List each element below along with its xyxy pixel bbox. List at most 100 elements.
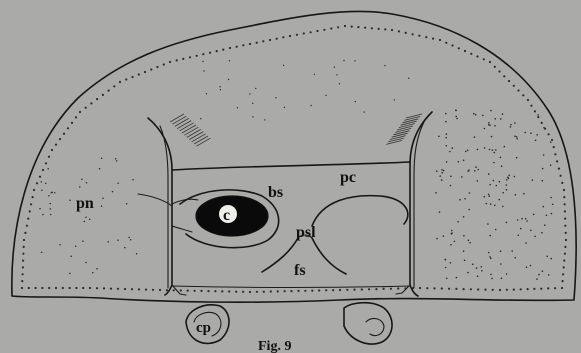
stipple-dot [520,228,522,230]
hatch-line [184,127,198,135]
stipple-dot [284,107,285,108]
margin-dot [24,232,26,234]
margin-dot [75,287,77,289]
stipple-dot [500,118,502,120]
margin-dot [419,287,421,289]
stipple-dot [524,132,526,134]
margin-dot [311,290,313,292]
stipple-dot [488,173,490,175]
stipple-dot [79,186,81,188]
stipple-dot [488,252,490,254]
stipple-dot [200,118,201,119]
margin-dot [556,160,558,162]
margin-dot [182,58,184,60]
stipple-dot [502,206,504,208]
stipple-dot [492,149,494,151]
stipple-dot [502,113,504,115]
stipple-dot [523,193,525,195]
margin-dot [357,26,359,28]
stipple-dot [450,185,452,187]
margin-dot [41,287,43,289]
stipple-dot [457,221,459,223]
label-pc: pc [340,169,356,186]
margin-dot [256,42,258,44]
margin-dot [339,289,341,291]
margin-dot [371,27,373,29]
stipple-dot [408,78,409,79]
margin-dot [390,288,392,290]
margin-dot [551,139,553,141]
margin-dot [124,288,126,290]
margin-dot [541,122,543,124]
stipple-dot [446,161,448,163]
stipple-dot [473,113,475,115]
stipple-dot [477,169,479,171]
stipple-dot [455,110,457,112]
margin-dot [282,36,284,38]
margin-dot [108,90,110,92]
stipple-dot [516,136,518,138]
margin-dot [22,253,24,255]
stipple-dot [439,211,441,213]
stipple-dot [132,179,134,181]
stipple-dot [542,270,544,272]
stipple-dot [475,114,477,116]
hatch-line [172,116,186,124]
stipple-dot [445,121,447,123]
margin-dot [484,289,486,291]
margin-dot [534,110,536,112]
margin-dot [55,144,57,146]
stipple-dot [441,172,443,174]
stipple-dot [450,262,452,264]
margin-dot [304,290,306,292]
margin-dot [554,287,556,289]
stipple-dot [84,221,86,223]
margin-dot [563,196,565,198]
margin-dot [228,290,230,292]
stipple-dot [542,168,544,170]
stipple-dot [493,180,495,182]
margin-dot [310,31,312,33]
margin-dot [530,105,532,107]
stipple-dot [384,65,385,66]
stipple-dot [490,258,492,260]
stipple-dot [477,275,479,277]
margin-dot [59,138,61,140]
margin-dot [537,116,539,118]
left-lateral-bar-inner [160,126,168,288]
stipple-dot [493,162,495,164]
stipple-dot [264,119,265,120]
stipple-dot [47,168,49,170]
stipple-dot [551,213,553,215]
stipple-dot [537,114,539,116]
margin-dot [82,287,84,289]
stipple-dot [41,181,43,183]
stipple-dot [446,145,448,147]
stipple-dot [336,74,337,75]
stipple-dot [81,178,83,180]
stipple-dot [543,206,545,208]
margin-dot [522,94,524,96]
stipple-dot [514,257,516,259]
margin-dot [318,289,320,291]
margin-dot [159,289,161,291]
stipple-dot [99,168,101,170]
hatch-line [404,116,420,120]
margin-dot [553,146,555,148]
stipple-dot [494,205,496,207]
margin-dot [152,289,154,291]
margin-dot [33,189,35,191]
stipple-dot [49,203,51,205]
stipple-dot [334,66,335,67]
margin-dot [565,239,567,241]
stipple-dot [489,184,491,186]
stipple-dot [501,165,503,167]
stipple-dot [343,60,344,61]
margin-dot [51,149,53,151]
margin-dot [561,182,563,184]
stipple-dot [490,274,492,276]
left-limb-stub-lower [172,226,192,232]
margin-dot [289,35,291,37]
margin-dot [397,287,399,289]
